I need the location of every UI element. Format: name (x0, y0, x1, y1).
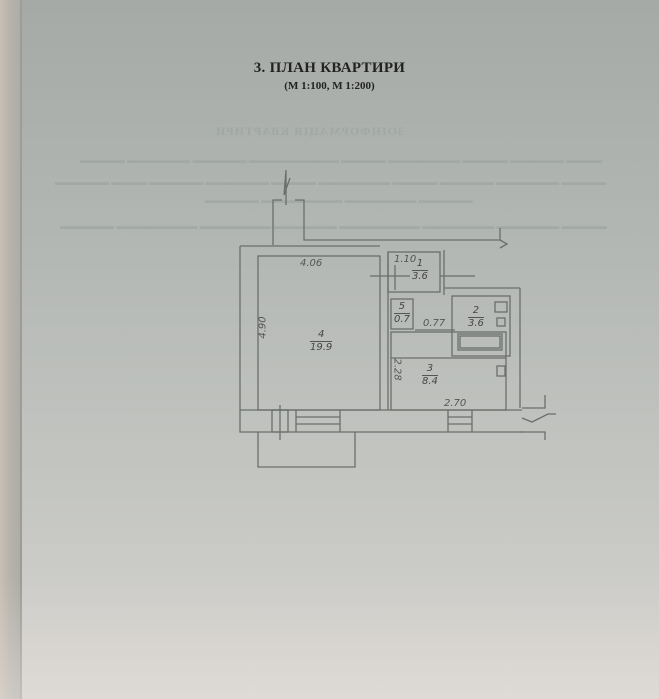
room-area: 0.7 (394, 314, 410, 325)
document-title: 3. ПЛАН КВАРТИРИ (253, 60, 406, 76)
room-5-outline (390, 298, 414, 330)
document-scale: (М 1:100, М 1:200) (284, 80, 375, 92)
room-2-outline (451, 295, 511, 357)
entrance-wall-left (272, 199, 282, 245)
room-area: 3.6 (468, 318, 484, 329)
room-area: 8.4 (422, 376, 438, 387)
room-2-label: 2 3.6 (468, 306, 484, 329)
dim-room3-width: 2.70 (444, 398, 467, 409)
break-symbol-top (283, 169, 291, 205)
room-area: 3.6 (412, 271, 428, 282)
room-area: 19.9 (310, 342, 333, 353)
room-number: 3 (422, 364, 438, 376)
break-symbol-right-top (499, 239, 509, 249)
paper-fade-bottom (0, 579, 659, 699)
dim-room1-width: 1.10 (394, 254, 417, 265)
corridor-wall-top (295, 199, 501, 241)
dim-room4-length: 4.90 (257, 316, 269, 339)
dim-room4-width: 4.06 (300, 258, 323, 269)
room-3-label: 3 8.4 (422, 364, 438, 387)
room-5-label: 5 0.7 (394, 302, 410, 325)
page-fold-line (20, 0, 22, 699)
balcony-outline (257, 432, 356, 468)
room-number: 4 (310, 330, 333, 342)
room-1-outline (387, 251, 441, 293)
room-1-label: 1 3.6 (412, 259, 428, 282)
room-number: 2 (468, 306, 484, 318)
outer-wall-left-bottom (239, 246, 522, 433)
page-spine (0, 0, 22, 699)
room-4-label: 4 19.9 (310, 330, 333, 353)
sink (494, 301, 508, 313)
room-number: 5 (394, 302, 410, 314)
room-number: 1 (412, 259, 428, 271)
stove (496, 365, 506, 377)
bathtub (457, 333, 503, 351)
break-symbol-right-bottom (521, 413, 556, 423)
dim-room3-length: 2.28 (391, 358, 403, 381)
dim-room5-to-2: 0.77 (423, 318, 446, 329)
